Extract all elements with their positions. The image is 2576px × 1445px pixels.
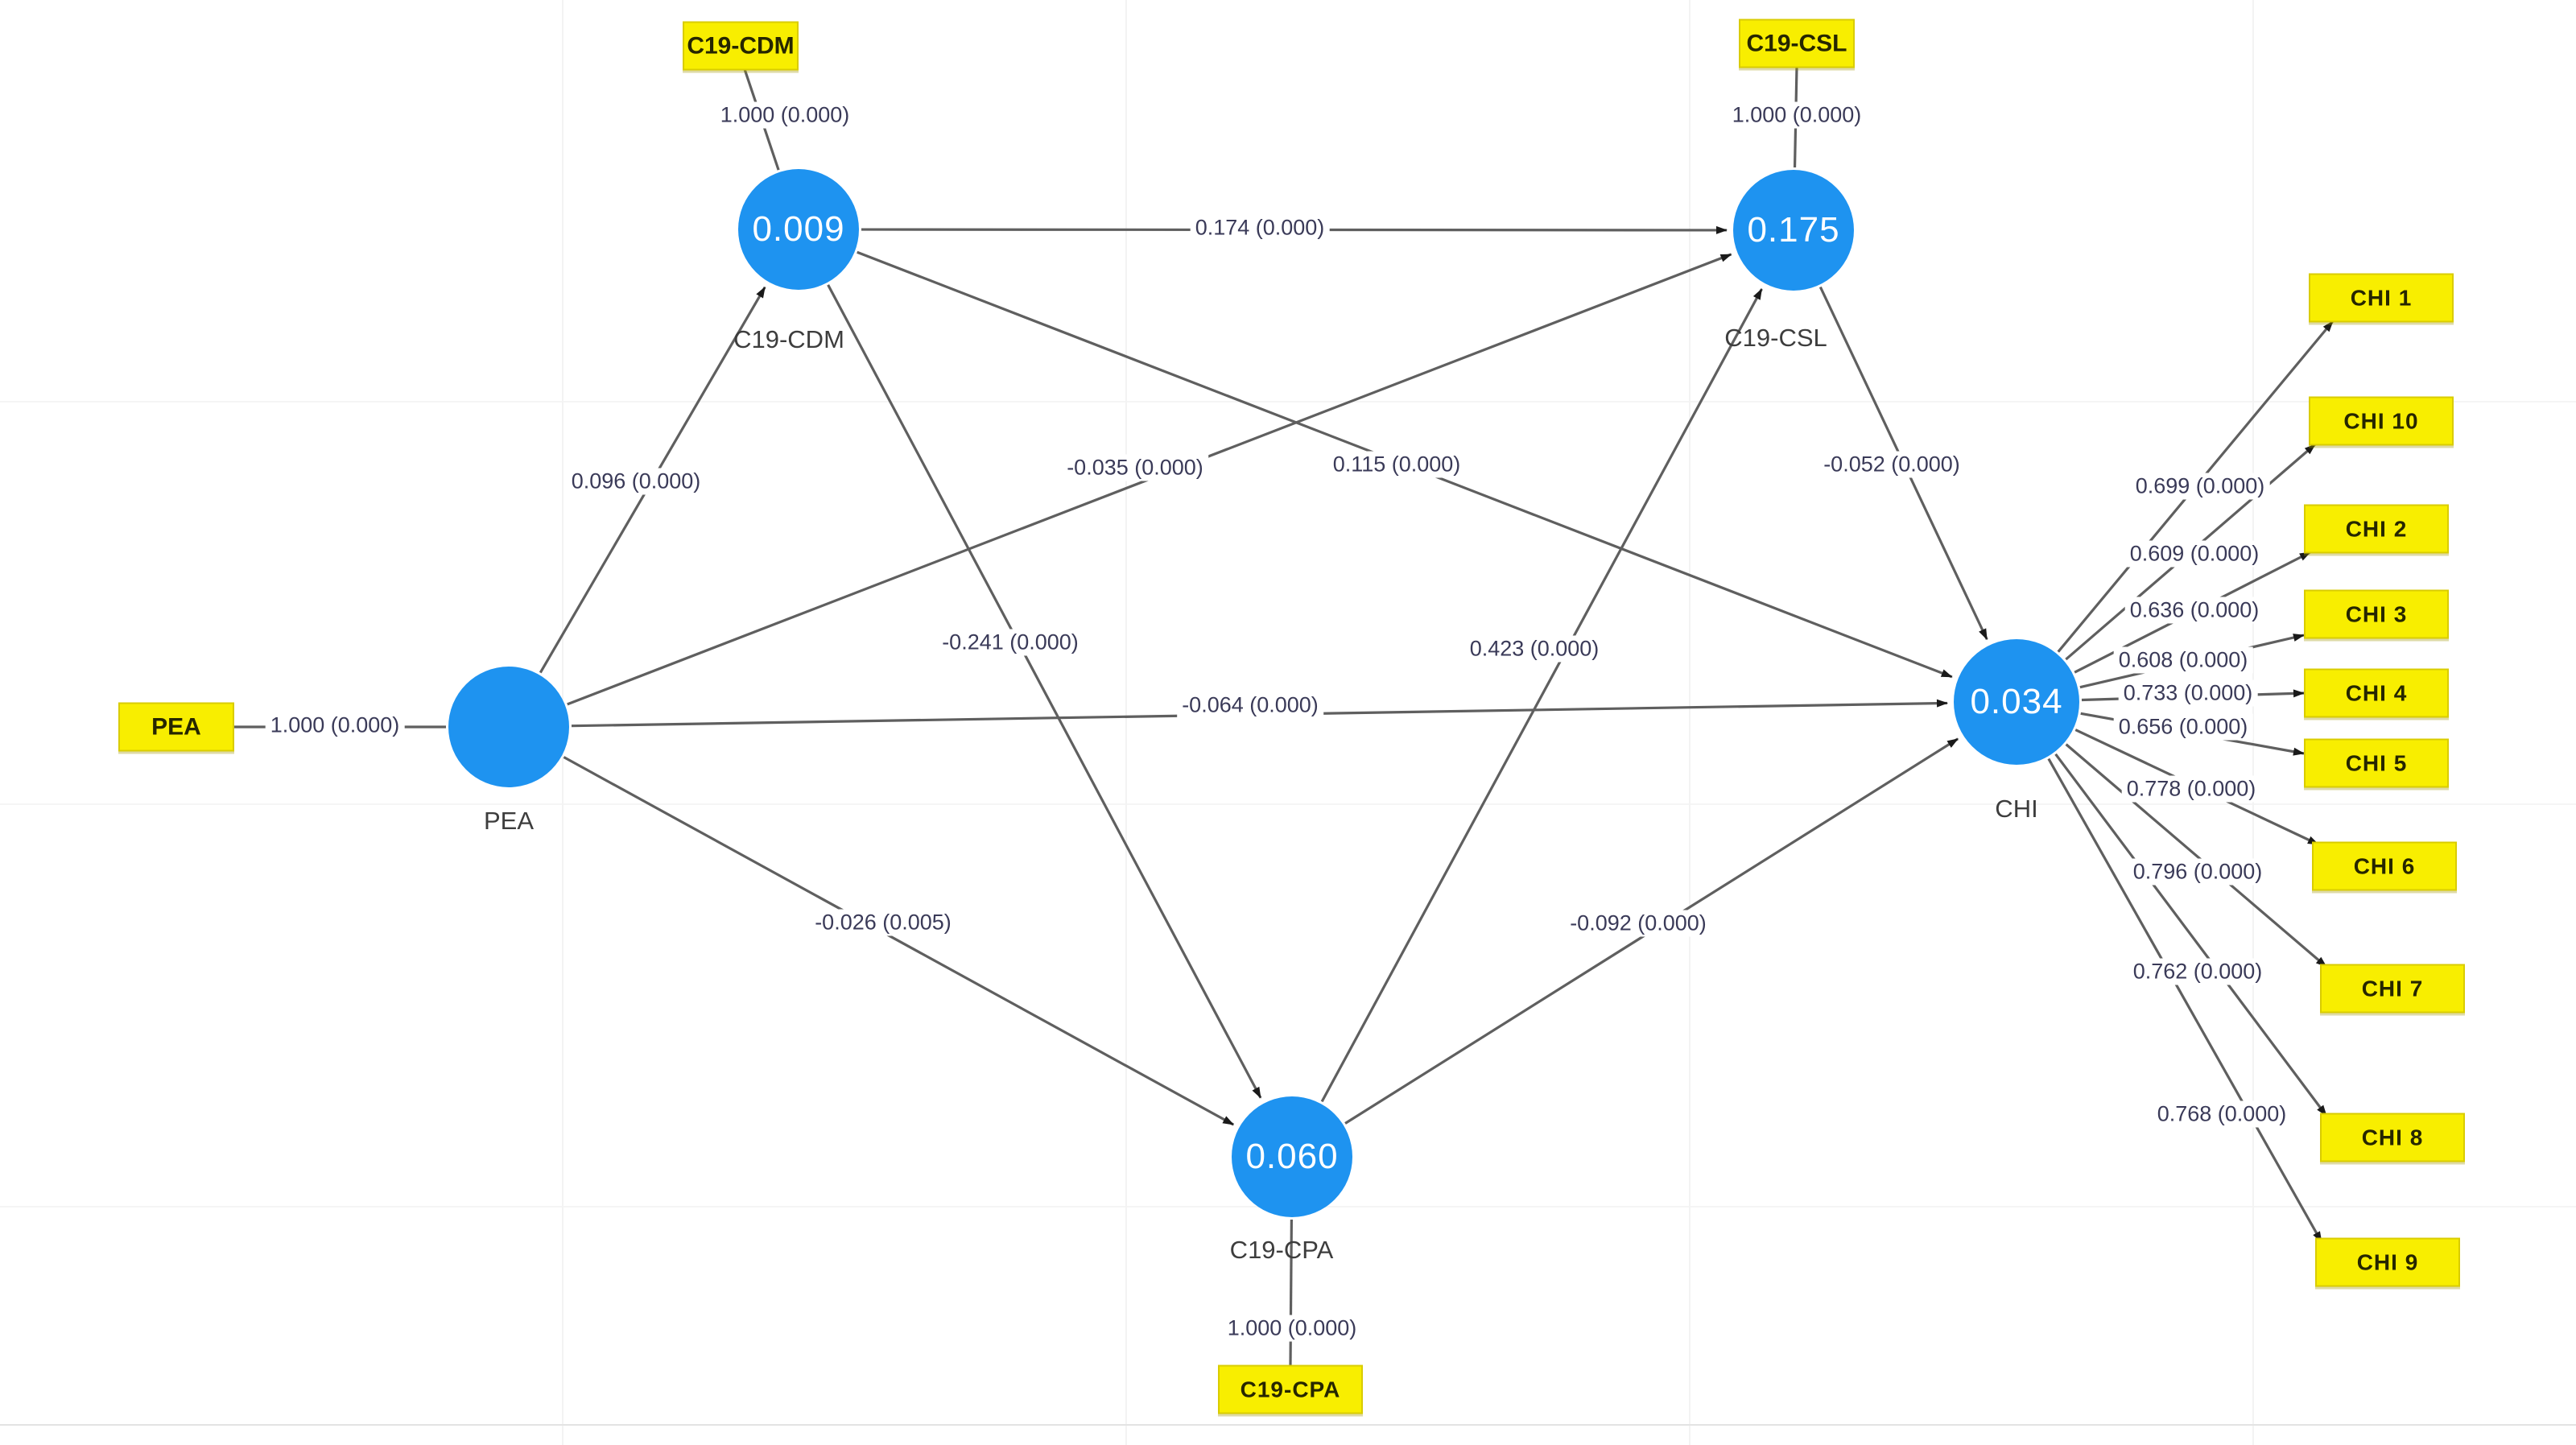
canvas-bottom-divider bbox=[0, 1424, 2576, 1426]
latent-node-c19-cdm[interactable]: 0.009 bbox=[738, 169, 859, 290]
indicator-box-chi-1[interactable]: CHI 1 bbox=[2309, 273, 2454, 323]
indicator-box-chi-2[interactable]: CHI 2 bbox=[2304, 504, 2449, 554]
indicator-box-chi-10[interactable]: CHI 10 bbox=[2309, 396, 2454, 446]
indicator-box-chi-4[interactable]: CHI 4 bbox=[2304, 668, 2449, 718]
indicator-box-c19-csl[interactable]: C19-CSL bbox=[1739, 19, 1855, 68]
weight-label-c19-cpa: 1.000 (0.000) bbox=[1222, 1315, 1362, 1342]
path-label-cdm-cpa: -0.241 (0.000) bbox=[937, 629, 1084, 656]
loading-label-chi-3: 0.608 (0.000) bbox=[2113, 646, 2253, 674]
indicator-box-c19-cpa[interactable]: C19-CPA bbox=[1218, 1364, 1363, 1414]
path-label-cpa-chi: -0.092 (0.000) bbox=[1565, 910, 1711, 937]
indicator-box-pea[interactable]: PEA bbox=[118, 702, 234, 752]
indicator-box-chi-9[interactable]: CHI 9 bbox=[2315, 1237, 2460, 1287]
path-label-pea-cpa: -0.026 (0.005) bbox=[810, 909, 956, 936]
path-label-pea-csl: -0.035 (0.000) bbox=[1062, 454, 1208, 481]
loading-label-chi-5: 0.656 (0.000) bbox=[2113, 713, 2253, 741]
latent-node-pea[interactable] bbox=[448, 667, 569, 787]
indicator-box-chi-7[interactable]: CHI 7 bbox=[2320, 964, 2465, 1014]
loading-label-chi-4: 0.733 (0.000) bbox=[2118, 679, 2258, 707]
loading-label-chi-10: 0.609 (0.000) bbox=[2124, 540, 2264, 568]
indicator-box-chi-3[interactable]: CHI 3 bbox=[2304, 589, 2449, 639]
node-label-c19-cpa: C19-CPA bbox=[1229, 1236, 1334, 1264]
r2-value-c19-cpa: 0.060 bbox=[1245, 1137, 1339, 1176]
indicator-box-chi-5[interactable]: CHI 5 bbox=[2304, 738, 2449, 788]
loading-label-chi-7: 0.796 (0.000) bbox=[2128, 858, 2268, 886]
node-label-c19-csl: C19-CSL bbox=[1724, 324, 1827, 352]
node-label-chi: CHI bbox=[1995, 795, 2038, 823]
loading-label-chi-8: 0.762 (0.000) bbox=[2128, 958, 2268, 985]
indicator-box-chi-6[interactable]: CHI 6 bbox=[2312, 841, 2457, 891]
loading-label-chi-1: 0.699 (0.000) bbox=[2130, 473, 2270, 500]
r2-value-c19-csl: 0.175 bbox=[1747, 210, 1840, 250]
node-label-pea: PEA bbox=[483, 807, 535, 835]
path-label-cdm-chi: 0.115 (0.000) bbox=[1327, 451, 1466, 478]
path-label-pea-cdm: 0.096 (0.000) bbox=[566, 468, 706, 495]
weight-label-c19-csl: 1.000 (0.000) bbox=[1727, 101, 1867, 129]
path-label-cdm-csl: 0.174 (0.000) bbox=[1190, 214, 1330, 242]
latent-node-c19-cpa[interactable]: 0.060 bbox=[1232, 1096, 1352, 1217]
latent-node-c19-csl[interactable]: 0.175 bbox=[1733, 170, 1854, 291]
path-label-pea-chi: -0.064 (0.000) bbox=[1177, 692, 1323, 719]
r2-value-chi: 0.034 bbox=[1970, 682, 2063, 721]
node-label-c19-cdm: C19-CDM bbox=[733, 325, 844, 353]
weight-label-c19-cdm: 1.000 (0.000) bbox=[715, 101, 855, 129]
path-label-cpa-csl: 0.423 (0.000) bbox=[1464, 635, 1604, 663]
latent-node-chi[interactable]: 0.034 bbox=[1954, 639, 2079, 765]
indicator-box-chi-8[interactable]: CHI 8 bbox=[2320, 1113, 2465, 1162]
loading-label-chi-6: 0.778 (0.000) bbox=[2121, 775, 2261, 803]
weight-label-pea: 1.000 (0.000) bbox=[265, 712, 405, 739]
path-label-csl-chi: -0.052 (0.000) bbox=[1818, 451, 1965, 478]
loading-label-chi-9: 0.768 (0.000) bbox=[2152, 1100, 2292, 1128]
loading-label-chi-2: 0.636 (0.000) bbox=[2124, 597, 2264, 624]
r2-value-c19-cdm: 0.009 bbox=[752, 209, 845, 249]
indicator-box-c19-cdm[interactable]: C19-CDM bbox=[683, 21, 799, 71]
